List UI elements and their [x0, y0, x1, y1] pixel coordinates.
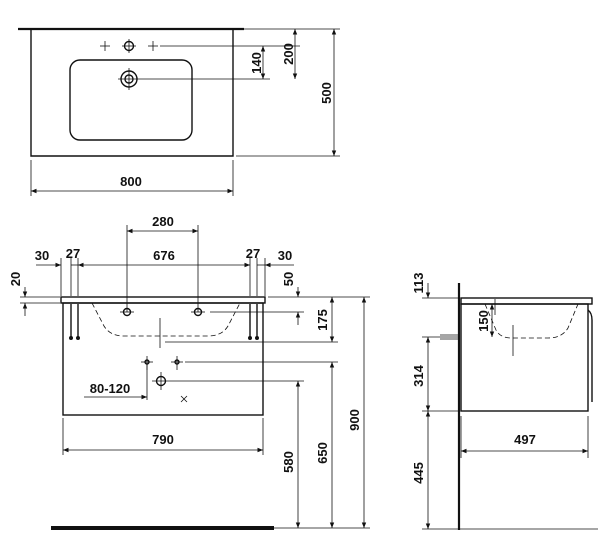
label-50: 50	[281, 272, 296, 286]
countertop	[60, 296, 266, 304]
side-countertop	[460, 297, 593, 305]
front-tap-holes	[120, 307, 205, 317]
label-580: 580	[281, 451, 296, 473]
label-650: 650	[315, 442, 330, 464]
side-basin-hidden-outline	[484, 303, 579, 339]
label-left-30: 30	[35, 248, 49, 263]
rear-fixing-marks	[69, 304, 259, 340]
cabinet-body	[62, 302, 264, 416]
front-view: 280 676 30 27 27 30 20 50 175 80-120 790…	[8, 214, 370, 530]
label-140: 140	[249, 52, 264, 74]
tap-holes	[100, 39, 158, 53]
label-150: 150	[476, 310, 491, 332]
side-view: 113 150 314 445 497	[411, 273, 598, 530]
label-280: 280	[152, 214, 174, 229]
label-500: 500	[319, 82, 334, 104]
top-view: 140 200 500 800	[18, 27, 340, 196]
label-800: 800	[120, 174, 142, 189]
drain-icon	[118, 68, 140, 90]
label-790: 790	[152, 432, 174, 447]
basin-hidden-outline	[91, 302, 241, 337]
waste-fittings	[141, 356, 188, 403]
label-113: 113	[411, 273, 426, 294]
label-445: 445	[411, 462, 426, 484]
label-20: 20	[8, 272, 23, 286]
label-314: 314	[411, 364, 426, 386]
label-right-27: 27	[246, 246, 260, 261]
label-left-27: 27	[66, 246, 80, 261]
basin-bowl	[69, 59, 193, 141]
label-right-30: 30	[278, 248, 292, 263]
side-cabinet	[460, 303, 589, 412]
label-676: 676	[153, 248, 175, 263]
label-80-120: 80-120	[90, 381, 130, 396]
label-900: 900	[347, 409, 362, 431]
label-200: 200	[281, 43, 296, 65]
top-view-outline	[30, 29, 234, 157]
label-175: 175	[315, 309, 330, 331]
label-497: 497	[514, 432, 536, 447]
